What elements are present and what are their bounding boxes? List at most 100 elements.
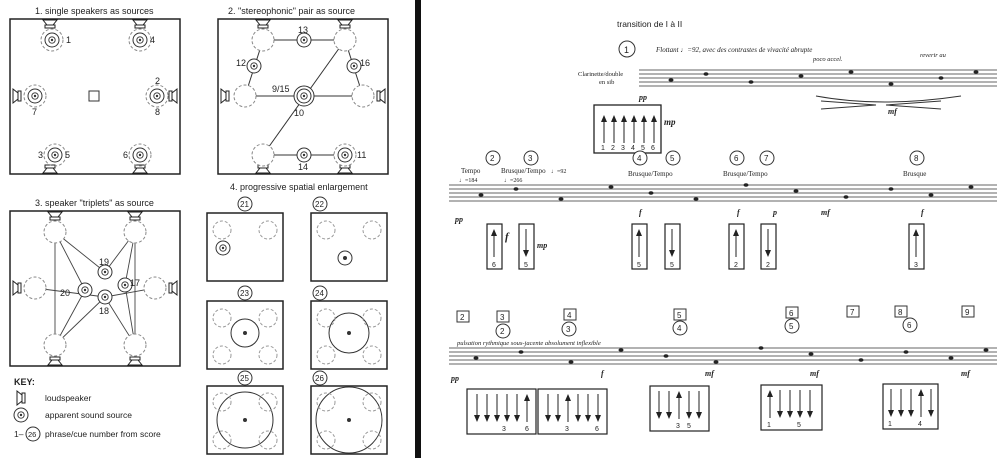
staff-3 [449,348,997,364]
box-digit: 2 [611,145,615,152]
tempo-label: Tempo [461,167,481,175]
p1-label: 5 [65,150,70,160]
box-digit: 3 [502,426,506,433]
dyn-f: f [921,208,925,217]
dyn-mp: mp [537,241,547,250]
sound-source-icon [48,148,62,162]
instrument-name: Clarinette/double [578,71,623,78]
panel1-title: 1. single speakers as sources [35,6,154,16]
sound-source-icon [297,148,311,162]
staff-2 [449,185,997,201]
p4-number: 21 [240,200,249,209]
sys2-cues: 2 3 4 5 6 7 8 [486,151,924,165]
cue-number: 5 [789,322,794,331]
dyn-pp: pp [454,215,463,224]
sound-source-icon [98,265,112,279]
key-loudspeaker: loudspeaker [45,393,91,403]
panel4-title: 4. progressive spatial enlargement [230,182,368,192]
arrow-up-icon [733,229,739,257]
sound-source-icon [133,33,147,47]
cue-number: 2 [490,154,495,163]
box-digit: 5 [687,423,691,430]
p4-number: 25 [240,374,249,383]
brusque-label-4: Brusque [903,170,926,178]
box-digit: 5 [670,262,674,269]
cue-square: 4 [567,311,572,320]
cue-square: 2 [460,313,465,322]
cue-number: 4 [637,154,642,163]
reverir: reverir au [920,52,947,59]
cue-square: 3 [500,313,505,322]
tempo-value: ♩=184 [459,178,477,184]
sound-source-icon [98,290,112,304]
p2-label: 12 [236,58,246,68]
dyn-pp: pp [638,93,647,102]
cue-number: 5 [670,154,675,163]
cue-number: 3 [566,325,571,334]
cue-number: 3 [528,154,533,163]
crescendo [821,101,876,109]
box-digit: 5 [637,262,641,269]
dyn-mf: mf [821,208,831,217]
arrow-up-icon [913,229,919,257]
dyn-mf: mf [810,369,820,378]
dyn-mf: mf [705,369,715,378]
box-digit: 5 [524,262,528,269]
sound-source-icon [78,283,92,297]
p3-label: 19 [99,257,109,267]
p3-label: 20 [60,288,70,298]
loudspeaker-icon [128,212,142,220]
key-phrase-prefix: 1– [14,429,24,439]
box-digit: 3 [914,262,918,269]
box-digit: 6 [525,426,529,433]
cue-number: 6 [907,321,912,330]
box-digit: 4 [631,145,635,152]
instrument-transposition: en sib [599,79,614,86]
p3-label: 17 [130,278,140,288]
poco-accel: poco accel. [812,56,843,63]
loudspeaker-icon [377,89,385,103]
spatialization-diagram: 1. single speakers as sources 1 4 2 8 7 … [0,0,414,458]
center-marker [89,91,99,101]
loudspeaker-icon [169,281,177,295]
box-digit: 1 [601,145,605,152]
pulsation-text: pulsation rythmique sous-jacente absolum… [456,340,601,347]
brusque-label-2: Brusque/Tempo [628,170,673,178]
box-digit: 2 [734,262,738,269]
arrow-down-icon [669,229,675,257]
loudspeaker-icon [48,357,62,365]
loudspeaker-icon [13,281,21,295]
notes-3 [474,346,989,364]
p2-label: 14 [298,162,308,172]
p1-label: 1 [66,35,71,45]
dyn-f: f [505,231,510,243]
panel2-title: 2. "stereophonic" pair as source [228,6,355,16]
cue-square: 6 [789,309,794,318]
diagram-svg: 1. single speakers as sources 1 4 2 8 7 … [0,0,414,458]
brusque-label: Brusque/Tempo [501,167,546,175]
score-excerpt: transition de I à II 1 Flottant ♩=92, av… [421,0,997,458]
loudspeaker-icon [43,20,57,28]
p1-label: 2 [155,76,160,86]
p1-label: 7 [32,107,37,117]
sound-source-icon [247,59,261,73]
p1-label: 3 [38,150,43,160]
box-digit: 6 [651,145,655,152]
cue-number: 1 [624,45,629,55]
dyn-p: p [772,208,777,217]
sound-source-icon [28,89,42,103]
cue-number: 6 [734,154,739,163]
p4-number: 26 [315,374,324,383]
key-apparent: apparent sound source [45,410,132,420]
arrows-box1 [601,115,657,143]
box-digit: 3 [621,145,625,152]
sound-source-icon [133,148,147,162]
key-title: KEY: [14,377,35,387]
box-digit: 3 [565,426,569,433]
p2-label: 9/15 [272,84,290,94]
p1-label: 4 [150,35,155,45]
sys3-squares [457,306,974,322]
cue-number: 4 [677,324,682,333]
brusque-value: ♩=92 [551,169,566,175]
transition-label: transition de I à II [617,19,682,29]
